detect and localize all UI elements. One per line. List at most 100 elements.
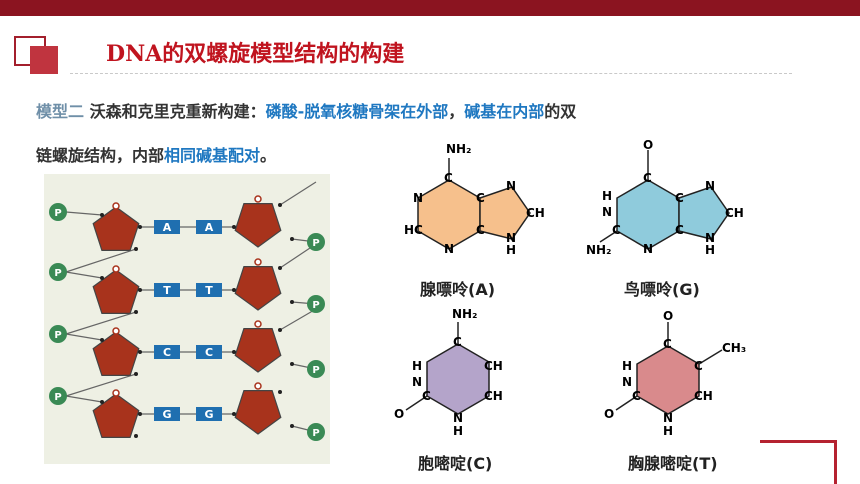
base-box-left-0 <box>154 220 180 234</box>
thymine-methyl-bond <box>698 349 723 365</box>
phosphate-right-label-0: P <box>312 238 319 249</box>
cytosine-h3: H <box>412 359 422 373</box>
sugar-right-2 <box>234 328 282 373</box>
paragraph-line-2: 链螺旋结构，内部相同碱基配对。 <box>36 142 276 166</box>
base-box-left-1 <box>154 283 180 297</box>
junction-dot-3-4 <box>278 390 282 394</box>
base-box-right-2 <box>196 345 222 359</box>
phosphate-left-label-0: P <box>54 208 61 219</box>
backbone-link-right-0 <box>279 181 317 206</box>
logo-square <box>30 46 58 74</box>
junction-dot-0-3 <box>290 237 294 241</box>
guanine-o: O <box>643 138 653 152</box>
junction-dot-1-3 <box>290 300 294 304</box>
thymine-ch6: CH <box>694 389 713 403</box>
cytosine-n3: N <box>412 375 422 389</box>
guanine-ch: CH <box>725 206 744 220</box>
adenine-ring6 <box>417 179 481 250</box>
junction-dot-2-1 <box>134 372 138 376</box>
caption-thymine: 胸腺嘧啶(T) <box>628 454 718 473</box>
base-label-right-0: A <box>205 221 214 234</box>
adenine-n7: N <box>506 179 516 193</box>
sugar-left-2 <box>92 331 140 376</box>
junction-dot-1-5 <box>232 288 236 292</box>
adenine-hc: HC <box>404 223 423 237</box>
thymine-structure: O C CH₃ C CH N H C H N O <box>604 309 746 438</box>
thymine-carbonyl-2 <box>615 395 638 411</box>
thymine-h3: H <box>622 359 632 373</box>
cytosine-c4: C <box>453 335 462 349</box>
cytosine-o: O <box>394 407 404 421</box>
thymine-ch3: CH₃ <box>722 341 746 355</box>
phosphate-right-2 <box>307 360 325 378</box>
highlight-pairing: 相同碱基配对 <box>164 146 261 165</box>
guanine-n9: N <box>705 231 715 245</box>
line2-text: 链螺旋结构，内部 <box>36 146 165 165</box>
adenine-n3: N <box>444 242 454 256</box>
tail-text: 的双 <box>544 102 577 121</box>
phosphate-left-1 <box>49 263 67 281</box>
junction-dot-0-0 <box>100 213 104 217</box>
junction-dot-3-1 <box>134 434 138 438</box>
sugar-oxygen-left-3 <box>112 389 120 397</box>
sugar-oxygen-left-0 <box>112 202 120 210</box>
thymine-c2: C <box>632 389 641 403</box>
adenine-c: C <box>444 171 453 185</box>
sugar-right-3 <box>234 390 282 435</box>
phosphate-left-label-3: P <box>54 392 61 403</box>
thymine-o4: O <box>663 309 673 323</box>
phosphate-right-0 <box>307 233 325 251</box>
highlight-bases-inside: 碱基在内部 <box>464 102 545 121</box>
cytosine-h1: H <box>453 424 463 438</box>
junction-dot-2-4 <box>278 328 282 332</box>
thymine-n1: N <box>663 411 673 425</box>
backbone-bond-left-1 <box>65 271 103 279</box>
phosphate-right-label-3: P <box>312 428 319 439</box>
base-box-right-0 <box>196 220 222 234</box>
sugar-left-3 <box>92 393 140 438</box>
backbone-link-left-2 <box>65 373 137 397</box>
guanine-ring6 <box>616 179 680 250</box>
junction-dot-2-3 <box>290 362 294 366</box>
thymine-ring <box>636 345 700 415</box>
sugar-oxygen-right-1 <box>254 258 262 266</box>
backbone-bond-left-2 <box>65 333 103 341</box>
thymine-c5: C <box>694 359 703 373</box>
phosphate-right-1 <box>307 295 325 313</box>
cytosine-structure: NH₂ C CH CH N H C H N O <box>394 307 503 438</box>
junction-dot-1-4 <box>278 266 282 270</box>
cytosine-ch5: CH <box>484 359 503 373</box>
thymine-h1: H <box>663 424 673 438</box>
thymine-n3: N <box>622 375 632 389</box>
guanine-n3: N <box>643 242 653 256</box>
guanine-ring5 <box>678 186 730 240</box>
sugar-left-1 <box>92 269 140 314</box>
thymine-c4: C <box>663 337 672 351</box>
corner-accent-vertical <box>834 440 837 484</box>
thymine-o2: O <box>604 407 614 421</box>
guanine-h: H <box>602 189 612 203</box>
guanine-c5: C <box>675 191 684 205</box>
sugar-oxygen-right-3 <box>254 382 262 390</box>
base-label-left-2: C <box>163 346 171 359</box>
sugar-oxygen-left-2 <box>112 327 120 335</box>
cytosine-ch6: CH <box>484 389 503 403</box>
corner-accent-horizontal <box>760 440 837 443</box>
adenine-nh2: NH₂ <box>446 142 471 156</box>
cytosine-n1: N <box>453 411 463 425</box>
highlight-backbone: 磷酸-脱氧核糖骨架在外部 <box>265 102 449 121</box>
base-box-left-3 <box>154 407 180 421</box>
phosphate-right-label-1: P <box>312 300 319 311</box>
phosphate-left-2 <box>49 325 67 343</box>
top-banner <box>0 0 860 16</box>
junction-dot-3-5 <box>232 412 236 416</box>
sugar-right-1 <box>234 266 282 311</box>
base-label-right-2: C <box>205 346 213 359</box>
backbone-link-right-2 <box>279 308 317 331</box>
guanine-c6: C <box>643 171 652 185</box>
adenine-c4: C <box>476 223 485 237</box>
period-text: 。 <box>260 146 277 165</box>
title-divider <box>70 73 792 74</box>
base-label-right-3: G <box>204 408 213 421</box>
adenine-ch: CH <box>526 206 545 220</box>
